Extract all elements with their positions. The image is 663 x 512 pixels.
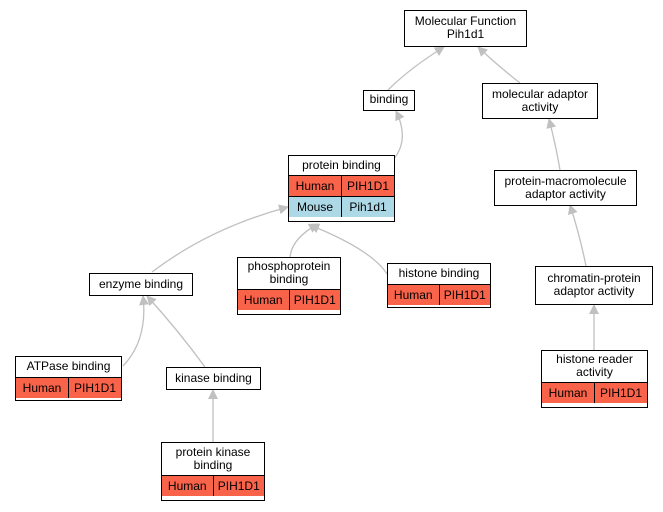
edge-chromatin-to-protmacro — [568, 204, 587, 267]
node-title: kinase binding — [175, 371, 252, 385]
node-atpase-binding[interactable]: ATPase binding Human PIH1D1 — [15, 356, 122, 401]
gene-row-human: Human PIH1D1 — [542, 382, 647, 403]
edge-binding-to-mf — [387, 46, 445, 91]
edge-phospho-to-proteinbinding — [289, 223, 319, 258]
node-protein-binding[interactable]: protein binding Human PIH1D1 Mouse Pih1d… — [288, 155, 395, 222]
organism-cell: Human — [238, 290, 289, 310]
node-title: histone binding — [398, 266, 480, 280]
gene-cell[interactable]: PIH1D1 — [438, 285, 490, 305]
node-title: binding — [369, 92, 409, 106]
node-title: protein binding — [302, 158, 381, 172]
node-title: histone reader activity — [556, 352, 633, 379]
node-title: protein kinase binding — [175, 445, 251, 472]
node-protein-macromolecule-adaptor-activity[interactable]: protein-macromolecule adaptor activity — [494, 170, 637, 206]
gene-row-mouse: Mouse Pih1d1 — [289, 196, 394, 217]
gene-cell[interactable]: PIH1D1 — [68, 378, 121, 398]
gene-cell[interactable]: PIH1D1 — [341, 176, 394, 196]
gene-row-human: Human PIH1D1 — [238, 289, 340, 310]
edge-proteinbinding-to-binding — [392, 110, 405, 161]
node-molecular-function[interactable]: Molecular Function Pih1d1 — [404, 10, 527, 47]
node-histone-reader-activity[interactable]: histone reader activity Human PIH1D1 — [541, 350, 648, 408]
node-protein-kinase-binding[interactable]: protein kinase binding Human PIH1D1 — [161, 442, 265, 501]
organism-cell: Human — [542, 383, 594, 403]
gene-row-human: Human PIH1D1 — [388, 284, 490, 305]
edge-protmacro-to-moladaptor — [546, 118, 561, 171]
node-title: chromatin-protein adaptor activity — [547, 271, 641, 298]
organism-cell: Human — [388, 285, 439, 305]
gene-cell[interactable]: PIH1D1 — [212, 476, 264, 496]
node-title: Molecular Function Pih1d1 — [414, 14, 517, 41]
edge-enzyme-to-proteinbinding — [151, 204, 289, 273]
edge-moladaptor-to-mf — [477, 46, 521, 84]
node-enzyme-binding[interactable]: enzyme binding — [89, 273, 193, 296]
node-title: ATPase binding — [26, 359, 111, 373]
node-binding[interactable]: binding — [363, 90, 415, 111]
gene-row-human: Human PIH1D1 — [162, 475, 264, 496]
gene-cell[interactable]: PIH1D1 — [594, 383, 647, 403]
node-title: phosphoprotein binding — [247, 259, 331, 286]
node-kinase-binding[interactable]: kinase binding — [166, 367, 261, 390]
gene-cell[interactable]: PIH1D1 — [288, 290, 340, 310]
node-histone-binding[interactable]: histone binding Human PIH1D1 — [387, 263, 491, 308]
edge-atpase-to-enzyme — [122, 295, 149, 367]
node-title: enzyme binding — [98, 277, 184, 291]
edge-kinase-to-enzyme — [146, 295, 206, 368]
gene-row-human: Human PIH1D1 — [289, 175, 394, 196]
organism-cell: Human — [162, 476, 213, 496]
node-title: protein-macromolecule adaptor activity — [504, 174, 627, 201]
organism-cell: Mouse — [289, 197, 341, 217]
organism-cell: Human — [16, 378, 68, 398]
gene-cell[interactable]: Pih1d1 — [341, 197, 394, 217]
edge-histone-to-proteinbinding — [309, 223, 388, 275]
node-molecular-adaptor-activity[interactable]: molecular adaptor activity — [482, 83, 598, 119]
node-chromatin-protein-adaptor-activity[interactable]: chromatin-protein adaptor activity — [535, 266, 653, 305]
organism-cell: Human — [289, 176, 341, 196]
node-title: molecular adaptor activity — [491, 87, 589, 114]
node-phosphoprotein-binding[interactable]: phosphoprotein binding Human PIH1D1 — [237, 257, 341, 315]
gene-row-human: Human PIH1D1 — [16, 377, 121, 398]
